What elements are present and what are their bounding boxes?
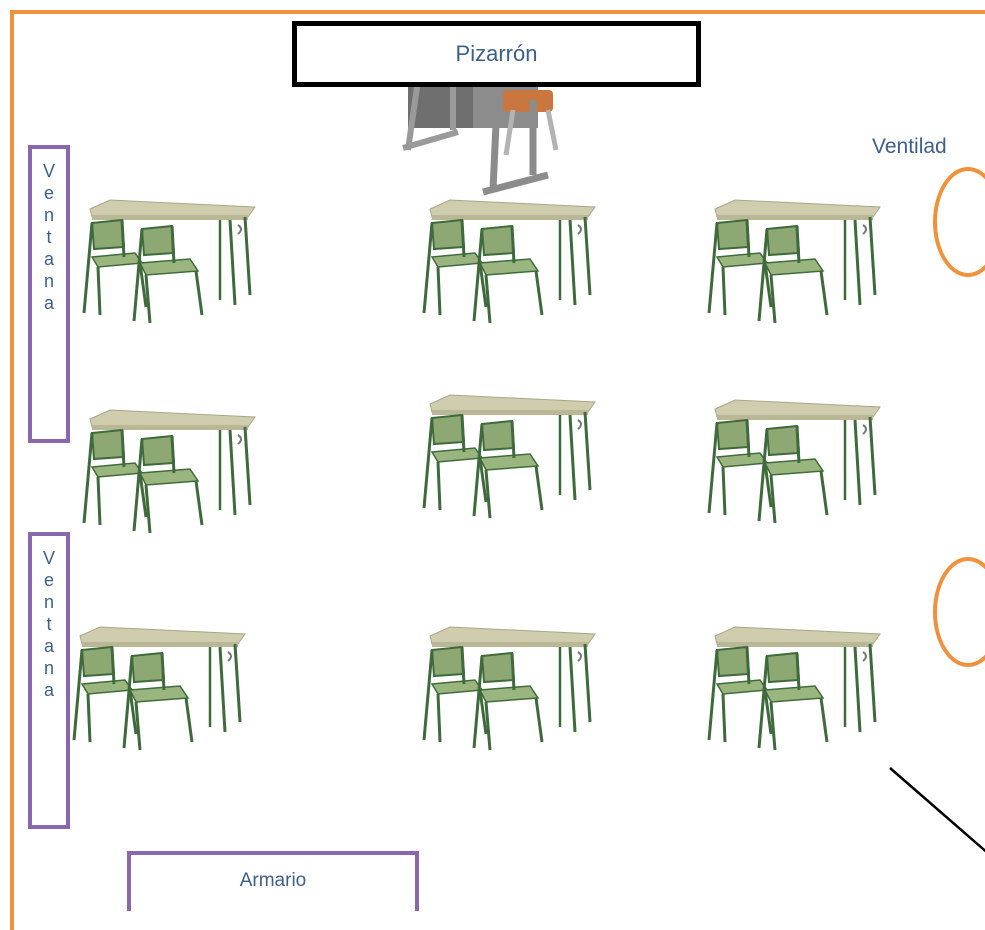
window-letter: n — [43, 658, 54, 678]
teacher-desk — [402, 80, 559, 196]
ventilation-bottom — [933, 557, 985, 667]
ventilation-top — [933, 167, 985, 277]
window-letter: e — [43, 570, 54, 590]
desk-set — [422, 625, 597, 752]
classroom-wall — [10, 10, 985, 930]
window-letter: n — [43, 205, 54, 225]
window-letter: t — [46, 227, 52, 247]
window-letter: n — [43, 271, 54, 291]
window-letter: e — [43, 183, 54, 203]
window-letter: a — [43, 293, 54, 313]
door-swing-line — [889, 767, 985, 853]
desk-set — [82, 408, 257, 535]
window-letter: V — [42, 161, 55, 181]
window-bottom: V e n t a n a — [28, 532, 70, 829]
window-letter: t — [46, 614, 52, 634]
desk-set — [707, 398, 882, 525]
window-letter: a — [43, 680, 54, 700]
window-letter: n — [43, 592, 54, 612]
window-letter: a — [43, 249, 54, 269]
desk-set — [422, 198, 597, 325]
desk-set — [707, 198, 882, 325]
window-letter: a — [43, 636, 54, 656]
desk-set — [82, 198, 257, 325]
cabinet-label: Armario — [239, 870, 307, 891]
ventilation-label: Ventilad — [872, 135, 947, 158]
window-letter: V — [42, 548, 55, 568]
desk-set — [72, 625, 247, 752]
window-top: V e n t a n a — [28, 145, 70, 443]
cabinet: Armario — [127, 851, 419, 911]
blackboard: Pizarrón — [292, 21, 701, 87]
desk-set — [707, 625, 882, 752]
desk-set — [422, 393, 597, 520]
blackboard-label: Pizarrón — [455, 41, 538, 66]
